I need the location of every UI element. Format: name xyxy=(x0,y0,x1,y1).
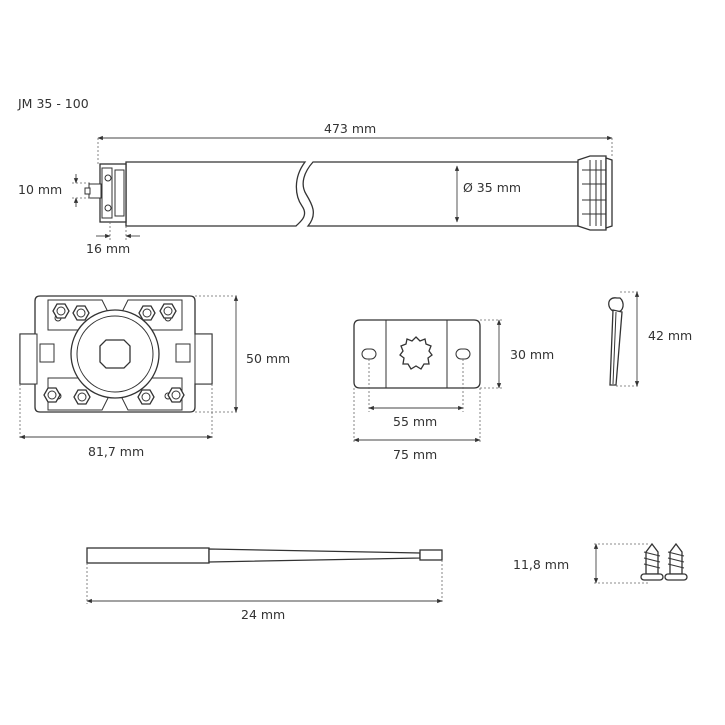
model-title: JM 35 - 100 xyxy=(18,96,89,111)
bracket-height-label: 50 mm xyxy=(246,351,291,366)
adapter-plate xyxy=(353,319,502,444)
cable xyxy=(86,547,443,604)
plate-hole-spacing-label: 55 mm xyxy=(393,414,438,429)
motor-tube xyxy=(72,135,613,240)
cable-length-label: 24 mm xyxy=(241,607,286,622)
plate-width-label: 75 mm xyxy=(393,447,438,462)
split-pin-length-label: 42 mm xyxy=(648,328,693,343)
split-pin xyxy=(608,291,640,387)
pin-height-label: 10 mm xyxy=(18,182,63,197)
bracket-width-label: 81,7 mm xyxy=(88,444,145,459)
mounting-bracket xyxy=(19,295,239,440)
head-length-label: 16 mm xyxy=(86,241,131,256)
motor-diameter-label: Ø 35 mm xyxy=(463,180,522,195)
screws xyxy=(593,542,688,584)
motor-length-label: 473 mm xyxy=(324,121,377,136)
plate-height-label: 30 mm xyxy=(510,347,555,362)
screw-length-label: 11,8 mm xyxy=(513,557,570,572)
